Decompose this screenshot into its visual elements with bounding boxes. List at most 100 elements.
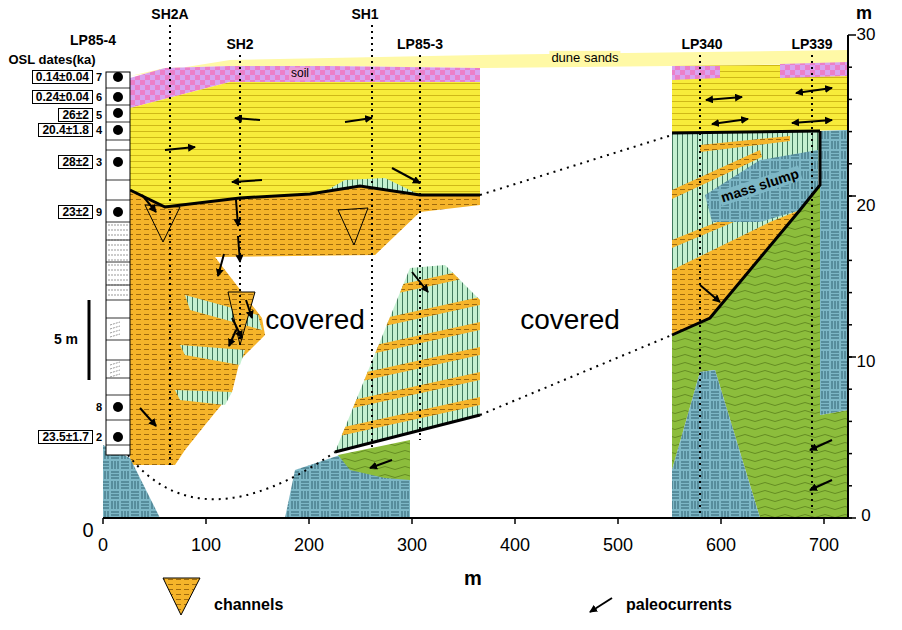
section-label: 8 bbox=[96, 401, 102, 413]
sand-stripe bbox=[700, 136, 790, 152]
section-label: 200 bbox=[294, 536, 324, 556]
well-line bbox=[371, 25, 373, 450]
paleocurrent-arrow bbox=[232, 180, 262, 182]
section-label: 100 bbox=[191, 536, 221, 556]
channel-fill bbox=[145, 205, 180, 242]
axis-tick bbox=[848, 388, 852, 390]
axis-tick bbox=[848, 485, 852, 487]
paleocurrent-arrow bbox=[142, 195, 156, 212]
correlation-line bbox=[480, 335, 672, 415]
column-bed bbox=[106, 222, 130, 223]
date-text: 20.4±1.8 bbox=[42, 123, 89, 137]
axis-tick bbox=[205, 518, 207, 524]
section-label: 30 bbox=[857, 26, 876, 45]
column-hatch bbox=[110, 370, 120, 373]
paleocurrent-arrow bbox=[238, 236, 240, 262]
axis-tick bbox=[848, 66, 852, 68]
section-label: SH2 bbox=[226, 37, 253, 52]
section-label: soil bbox=[289, 67, 311, 80]
basement-unit bbox=[820, 130, 848, 415]
axis-tick bbox=[848, 260, 852, 262]
date-box: 0.14±0.04 bbox=[32, 70, 93, 84]
column-bed bbox=[106, 88, 130, 89]
axis-tick bbox=[514, 518, 516, 524]
paleocurrent-arrow bbox=[345, 118, 372, 122]
column-bed bbox=[106, 200, 130, 201]
date-box: 0.24±0.04 bbox=[32, 90, 93, 104]
channel-unit bbox=[130, 186, 480, 465]
column-hatch bbox=[108, 265, 128, 266]
well-line bbox=[419, 55, 421, 440]
axis-tick bbox=[848, 356, 852, 358]
section-label: OSL dates(ka) bbox=[8, 53, 95, 67]
column-bed bbox=[106, 122, 130, 123]
paleocurrent-arrow bbox=[810, 480, 832, 490]
axis-tick bbox=[848, 324, 852, 326]
column-hatch bbox=[108, 260, 128, 261]
column-bed bbox=[106, 105, 130, 106]
paleocurrent-arrow bbox=[370, 460, 392, 468]
green-wedge bbox=[180, 345, 245, 365]
column-bed bbox=[106, 300, 130, 301]
section-label: 400 bbox=[500, 536, 530, 556]
paleocurrent-arrow bbox=[165, 147, 195, 150]
axis-tick bbox=[848, 421, 852, 423]
paleocurrent-arrow bbox=[218, 254, 224, 276]
paleocurrent-arrow bbox=[235, 118, 260, 120]
section-label: 700 bbox=[809, 536, 839, 556]
axis-tick bbox=[848, 356, 856, 358]
sample-dot bbox=[113, 125, 123, 135]
section-label: LP85-3 bbox=[397, 37, 443, 52]
date-box: 23±2 bbox=[58, 205, 93, 219]
legend-text: paleocurrents bbox=[626, 596, 732, 614]
axis-tick bbox=[848, 195, 856, 197]
date-text: 26±2 bbox=[62, 108, 89, 122]
date-box: 23.5±1.7 bbox=[38, 430, 93, 444]
date-box: 20.4±1.8 bbox=[38, 123, 93, 137]
section-label: 0 bbox=[861, 507, 870, 526]
section-label: 0 bbox=[82, 519, 93, 541]
column-hatch bbox=[108, 250, 128, 251]
column-hatch bbox=[108, 290, 128, 291]
axis-line bbox=[103, 517, 848, 519]
date-text: 23±2 bbox=[62, 205, 89, 219]
section-label: SH2A bbox=[151, 7, 188, 22]
column-hatch bbox=[108, 275, 128, 276]
date-text: 23.5±1.7 bbox=[42, 430, 89, 444]
paleocurrent-arrow bbox=[412, 272, 428, 292]
correlation-line bbox=[480, 135, 672, 195]
axis-tick bbox=[848, 453, 852, 455]
axis-tick bbox=[848, 227, 852, 229]
paleocurrent-arrow bbox=[392, 168, 420, 183]
basement-unit bbox=[672, 370, 760, 518]
section-label: LP85-4 bbox=[70, 33, 116, 48]
column-bed bbox=[106, 318, 130, 319]
sample-dot bbox=[113, 92, 123, 102]
column-hatch bbox=[108, 230, 128, 231]
upper-sand-unit bbox=[130, 82, 480, 207]
paleocurrent-arrow bbox=[706, 97, 742, 100]
column-bed bbox=[106, 262, 130, 263]
channel-fill bbox=[228, 292, 255, 345]
section-label: dune sands bbox=[549, 51, 620, 65]
column-hatch bbox=[108, 270, 128, 271]
column-hatch bbox=[108, 245, 128, 246]
date-box: 28±2 bbox=[58, 155, 93, 169]
section-label: 3 bbox=[96, 156, 102, 168]
section-label: 300 bbox=[397, 536, 427, 556]
sample-dot bbox=[113, 432, 123, 442]
axis-tick bbox=[848, 195, 852, 197]
column-bed bbox=[106, 140, 130, 141]
column-hatch bbox=[110, 334, 120, 337]
column-hatch bbox=[110, 374, 120, 377]
column-hatch bbox=[108, 225, 128, 226]
paleocurrent-arrow bbox=[810, 440, 832, 450]
section-label: 20 bbox=[857, 197, 876, 216]
axis-tick bbox=[411, 518, 413, 524]
section-label: covered bbox=[265, 305, 365, 336]
sample-dot bbox=[113, 207, 123, 217]
basement-unit bbox=[103, 445, 160, 518]
section-label: covered bbox=[520, 305, 620, 336]
section-label: LP339 bbox=[791, 37, 832, 52]
